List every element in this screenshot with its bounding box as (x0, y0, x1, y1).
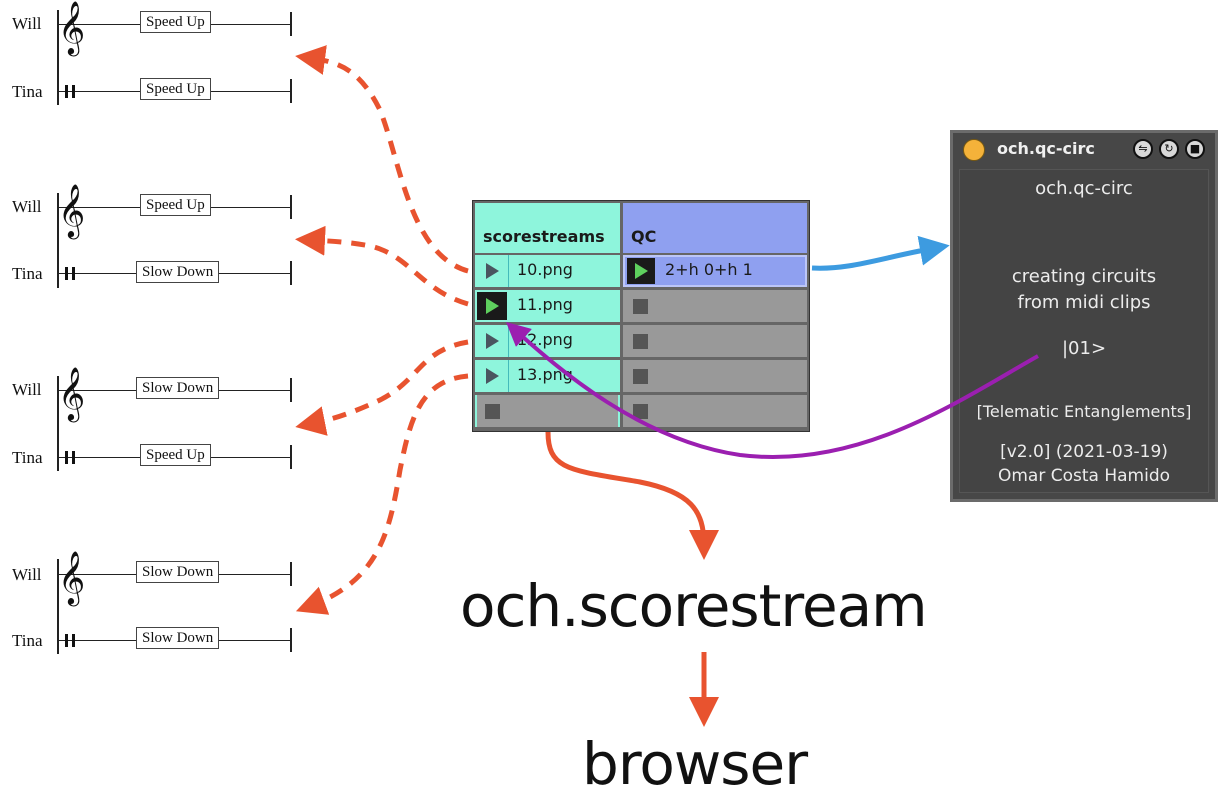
device-power-button[interactable] (963, 139, 985, 161)
stop-icon (633, 299, 648, 314)
play-icon (635, 263, 648, 279)
staff-name-tina: Tina (12, 82, 43, 101)
clip-name: 12.png (517, 330, 573, 349)
barline (290, 562, 292, 586)
empty-clip-slot[interactable] (623, 360, 807, 392)
barline (290, 195, 292, 219)
device-title-bar: och.qc-circ ⇋ ↻ ■ (953, 133, 1215, 167)
launch-button[interactable] (475, 325, 509, 357)
clip-name: 13.png (517, 365, 573, 384)
save-icon[interactable]: ■ (1185, 139, 1205, 159)
stop-icon[interactable] (485, 404, 500, 419)
clip-grid: scorestreams QC 10.png 11.png 12.png 13.… (472, 200, 810, 432)
treble-clef-icon: 𝄞 (58, 366, 86, 420)
percussion-clef-icon (65, 267, 75, 280)
dashed-arrow-to-system-3 (295, 339, 469, 436)
percussion-clef-icon (65, 634, 75, 647)
device-description-line1: creating circuits (1011, 266, 1157, 287)
barline (290, 445, 292, 469)
device-header: och.qc-circ (1035, 178, 1133, 199)
dashed-arrow-to-system-2 (295, 225, 469, 307)
staff-name-will: Will (12, 380, 42, 399)
stop-icon (633, 404, 648, 419)
clip-slot[interactable]: 10.png (475, 255, 620, 287)
cue-box: Speed Up (140, 194, 211, 216)
system-bracket (57, 193, 59, 288)
barline (290, 261, 292, 285)
barline (290, 12, 292, 36)
play-icon (486, 263, 499, 279)
clip-slot[interactable]: 12.png (475, 325, 620, 357)
cue-box: Speed Up (140, 78, 211, 100)
device-title: och.qc-circ (997, 139, 1095, 158)
launch-button-playing[interactable] (477, 292, 507, 320)
clip-slot-qc[interactable]: 2+h 0+h 1 (623, 255, 807, 287)
browser-label: browser (582, 730, 808, 798)
arrow-to-device (811, 235, 950, 271)
stop-clips-slot[interactable] (475, 395, 620, 427)
dashed-arrow-to-system-1 (295, 45, 469, 274)
scorestream-label: och.scorestream (460, 572, 928, 640)
clip-slot[interactable]: 11.png (475, 290, 620, 322)
track-header-qc[interactable]: QC (623, 203, 807, 253)
stop-icon (633, 334, 648, 349)
empty-clip-slot[interactable] (623, 325, 807, 357)
play-icon (486, 368, 499, 384)
play-icon (486, 333, 499, 349)
stop-icon (633, 369, 648, 384)
barline (290, 628, 292, 652)
barline (290, 79, 292, 103)
cue-box: Slow Down (136, 561, 220, 583)
empty-clip-slot[interactable] (623, 290, 807, 322)
clip-name: 11.png (517, 295, 573, 314)
refresh-icon[interactable]: ↻ (1159, 139, 1179, 159)
stop-clips-slot[interactable] (623, 395, 807, 427)
score-system-2: Will 𝄞 Speed Up Tina Slow Down (0, 183, 300, 293)
staff-name-will: Will (12, 197, 42, 216)
device-description-line2: from midi clips (1017, 292, 1151, 313)
treble-clef-icon: 𝄞 (58, 183, 86, 237)
device-body: och.qc-circ creating circuits from midi … (959, 169, 1209, 493)
system-bracket (57, 559, 59, 654)
staff-name-tina: Tina (12, 448, 43, 467)
percussion-clef-icon (65, 451, 75, 464)
dashed-arrow-to-system-4 (295, 373, 469, 615)
launch-button[interactable] (475, 255, 509, 287)
track-header-scorestreams[interactable]: scorestreams (475, 203, 620, 253)
launch-button-playing[interactable] (627, 258, 655, 284)
cue-box: Slow Down (136, 261, 220, 283)
launch-button[interactable] (475, 360, 509, 392)
play-icon (486, 298, 499, 314)
treble-clef-icon: 𝄞 (58, 550, 86, 604)
staff-name-tina: Tina (12, 631, 43, 650)
score-system-4: Will 𝄞 Slow Down Tina Slow Down (0, 549, 300, 659)
staff-name-tina: Tina (12, 264, 43, 283)
percussion-clef-icon (65, 85, 75, 98)
barline (290, 378, 292, 402)
clip-name: 10.png (517, 260, 573, 279)
score-system-3: Will 𝄞 Slow Down Tina Speed Up (0, 366, 300, 476)
cue-box: Slow Down (136, 377, 220, 399)
treble-clef-icon: 𝄞 (58, 0, 86, 54)
staff-name-will: Will (12, 14, 42, 33)
system-bracket (57, 376, 59, 471)
qubit-state: |01> (1061, 338, 1107, 359)
cue-box: Speed Up (140, 444, 211, 466)
clip-slot[interactable]: 13.png (475, 360, 620, 392)
device-version: [v2.0] (2021-03-19) (1000, 442, 1168, 462)
device-project: [Telematic Entanglements] (976, 402, 1192, 421)
clip-name: 2+h 0+h 1 (665, 260, 753, 279)
device-och-qc-circ: och.qc-circ ⇋ ↻ ■ och.qc-circ creating c… (950, 130, 1218, 502)
staff-name-will: Will (12, 565, 42, 584)
hot-swap-icon[interactable]: ⇋ (1133, 139, 1153, 159)
device-author: Omar Costa Hamido (997, 466, 1171, 486)
cue-box: Speed Up (140, 11, 211, 33)
system-bracket (57, 10, 59, 105)
cue-box: Slow Down (136, 627, 220, 649)
score-system-1: Will 𝄞 Speed Up Tina Speed Up (0, 0, 300, 110)
arrow-to-scorestream (545, 431, 719, 560)
